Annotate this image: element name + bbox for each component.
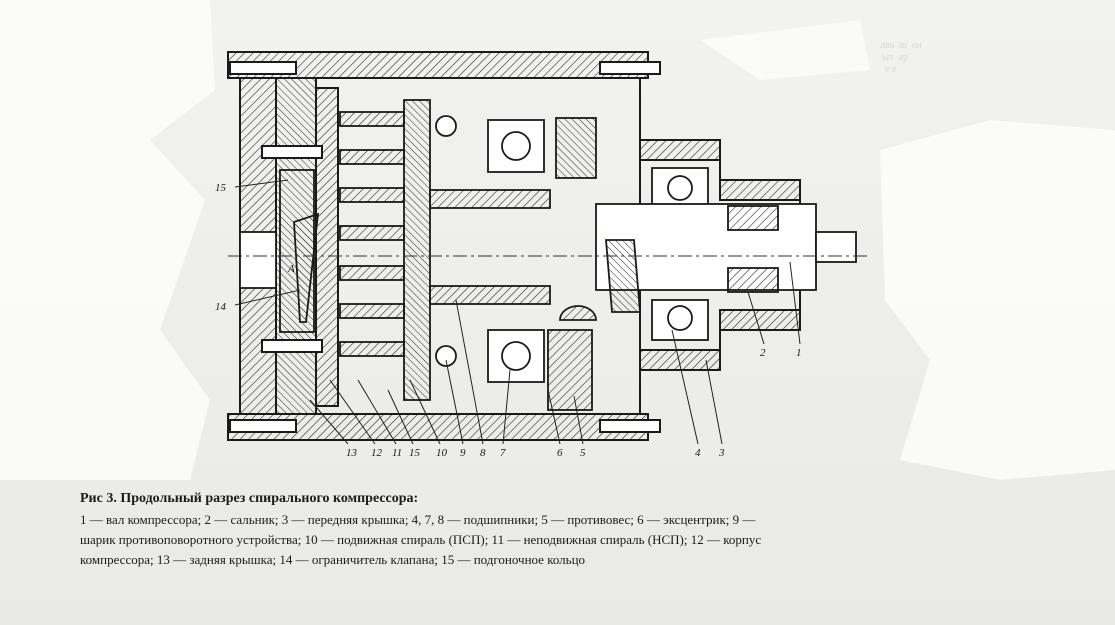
white-scribble-right bbox=[700, 20, 1115, 480]
label-4: 4 bbox=[695, 447, 701, 459]
label-8: 8 bbox=[480, 447, 486, 459]
bearings bbox=[435, 115, 709, 383]
moving-spiral bbox=[403, 99, 551, 401]
bleed-through-text: лвь ш ен ыт ар е е bbox=[880, 40, 922, 75]
label-13: 13 bbox=[346, 447, 358, 459]
label-2: 2 bbox=[760, 347, 766, 359]
label-6: 6 bbox=[557, 447, 563, 459]
label-3: 3 bbox=[718, 447, 725, 459]
caption-line-1: 1 — вал компрессора; 2 — сальник; 3 — пе… bbox=[80, 512, 756, 527]
label-10: 10 bbox=[436, 447, 448, 459]
figure-caption: Рис 3. Продольный разрез спирального ком… bbox=[80, 489, 1020, 570]
seal bbox=[727, 205, 779, 293]
counterweight bbox=[547, 117, 597, 411]
label-5: 5 bbox=[580, 447, 586, 459]
label-1: 1 bbox=[796, 347, 802, 359]
label-11: 11 bbox=[392, 447, 402, 459]
shaft bbox=[595, 203, 857, 313]
label-15-bottom: 15 bbox=[409, 447, 421, 459]
caption-line-3: компрессора; 13 — задняя крышка; 14 — ог… bbox=[80, 552, 586, 567]
label-15-left: 15 bbox=[215, 182, 227, 194]
leader-lines bbox=[234, 179, 801, 445]
label-9: 9 bbox=[460, 447, 466, 459]
compressor-housing bbox=[227, 51, 801, 441]
caption-line-2: шарик противоповоротного устройства; 10 … bbox=[80, 532, 762, 547]
label-12: 12 bbox=[371, 447, 383, 459]
compressor-section-drawing: 15 14 А 13 12 11 15 10 9 8 7 6 5 4 3 2 1 bbox=[0, 0, 1115, 480]
label-7: 7 bbox=[500, 447, 506, 459]
zone-label-a: А bbox=[287, 263, 295, 275]
rear-boss bbox=[239, 169, 320, 333]
white-scribble-left bbox=[0, 0, 215, 480]
caption-title: Рис 3. Продольный разрез спирального ком… bbox=[80, 491, 419, 506]
fixed-spiral bbox=[339, 111, 405, 357]
label-14: 14 bbox=[215, 301, 227, 313]
